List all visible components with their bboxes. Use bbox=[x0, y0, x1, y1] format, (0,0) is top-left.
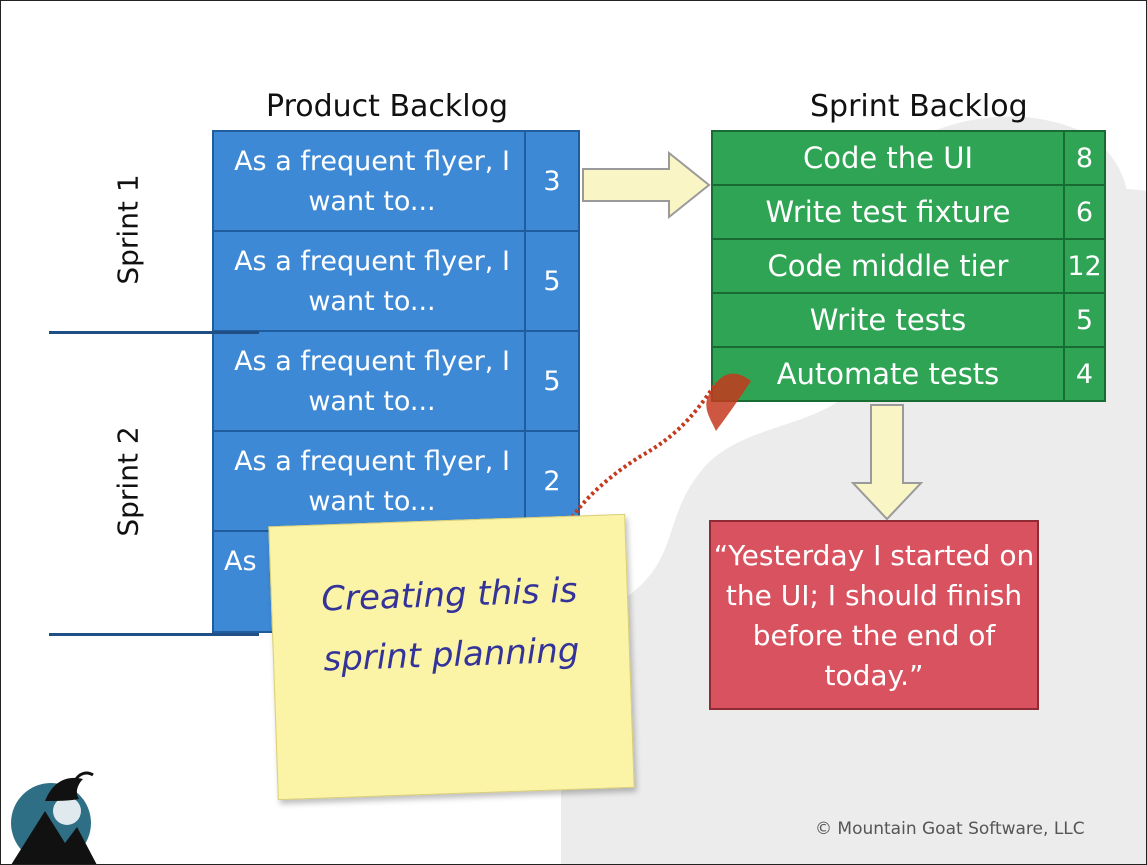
daily-standup-quote: “Yesterday I started on the UI; I should… bbox=[709, 520, 1039, 710]
product-backlog-title: Product Backlog bbox=[266, 89, 509, 124]
sprint-task-hours: 6 bbox=[1063, 186, 1104, 238]
sprint-task-name: Write test fixture bbox=[765, 195, 1011, 229]
sprint-task-hours: 8 bbox=[1063, 132, 1104, 184]
sprint-backlog-title: Sprint Backlog bbox=[810, 89, 1028, 124]
backlog-item-points: 3 bbox=[524, 132, 578, 230]
sprint-2-label: Sprint 2 bbox=[111, 426, 145, 537]
sprint-task-name: Code the UI bbox=[802, 141, 974, 175]
backlog-item-text: As a frequent flyer, I want to... bbox=[234, 446, 510, 517]
sprint-task-row: Write test fixture 6 bbox=[713, 186, 1104, 240]
sprint-task-name: Write tests bbox=[809, 303, 967, 337]
arrow-right-icon bbox=[582, 151, 711, 219]
sprint-task-name: Automate tests bbox=[776, 357, 1000, 391]
backlog-item: As a frequent flyer, I want to... 5 bbox=[214, 232, 578, 332]
sticky-note: Creating this is sprint planning bbox=[268, 513, 635, 801]
backlog-item-text: As a frequent flyer, I want to... bbox=[234, 246, 510, 317]
backlog-item: As a frequent flyer, I want to... 3 bbox=[214, 132, 578, 232]
backlog-item-text: As a frequent flyer, I want to... bbox=[234, 146, 510, 217]
sticky-note-text: Creating this is sprint planning bbox=[320, 570, 581, 680]
sprint-task-hours: 4 bbox=[1063, 348, 1104, 400]
product-backlog-table: As a frequent flyer, I want to... 3 As a… bbox=[212, 130, 580, 633]
backlog-item-points: 5 bbox=[524, 232, 578, 330]
sprint-task-hours: 12 bbox=[1063, 240, 1104, 292]
sprint-task-hours: 5 bbox=[1063, 294, 1104, 346]
backlog-item: As a frequent flyer, I want to... 5 bbox=[214, 332, 578, 432]
mountain-goat-logo-icon bbox=[11, 771, 97, 864]
sprint-task-row: Automate tests 4 bbox=[713, 348, 1104, 402]
backlog-item-points: 2 bbox=[524, 432, 578, 530]
sprint-backlog-table: Code the UI 8 Write test fixture 6 Code … bbox=[711, 130, 1106, 402]
backlog-item-points: 5 bbox=[524, 332, 578, 430]
arrow-down-icon bbox=[851, 404, 923, 521]
sprint-1-label: Sprint 1 bbox=[111, 174, 145, 285]
sprint-task-row: Code the UI 8 bbox=[713, 132, 1104, 186]
copyright-text: © Mountain Goat Software, LLC bbox=[815, 819, 1085, 839]
sprint-divider bbox=[49, 331, 259, 334]
sprint-task-name: Code middle tier bbox=[767, 249, 1009, 283]
backlog-item-text: As a frequent flyer, I want to... bbox=[234, 346, 510, 417]
sprint-divider bbox=[49, 633, 259, 636]
sprint-task-row: Code middle tier 12 bbox=[713, 240, 1104, 294]
sprint-task-row: Write tests 5 bbox=[713, 294, 1104, 348]
backlog-item-text: As bbox=[224, 546, 257, 577]
